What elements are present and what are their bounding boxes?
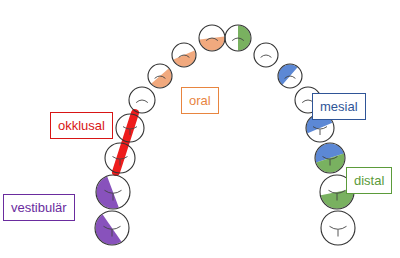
label-box: mesial: [312, 93, 366, 120]
tooth-outline: [199, 25, 225, 51]
tooth-fissure: [104, 226, 121, 236]
tooth-fissure: [330, 226, 347, 236]
tooth-outline: [96, 175, 130, 209]
tooth-fissure: [313, 127, 327, 135]
label-box: okklusal: [50, 112, 113, 139]
tooth-outline: [278, 64, 302, 88]
tooth-crown: [96, 175, 130, 209]
tooth-outline: [95, 211, 129, 245]
tooth-crown: [254, 43, 278, 67]
label-text: mesial: [320, 98, 358, 115]
tooth-outline: [315, 143, 345, 173]
tooth-fissure: [136, 100, 148, 103]
tooth-outline: [172, 43, 196, 67]
tooth-fissure: [261, 55, 272, 57]
label-text: oral: [189, 92, 211, 109]
tooth-crown: [172, 43, 196, 67]
tooth-outline: [254, 43, 278, 67]
tooth-fissure: [329, 190, 346, 200]
tooth-fissure: [179, 55, 190, 57]
label-text: vestibulär: [11, 199, 67, 216]
label-text: okklusal: [58, 117, 105, 134]
label-box: oral: [181, 87, 219, 114]
tooth-fissure: [155, 76, 166, 78]
tooth-surface-highlight: [200, 37, 225, 51]
tooth-outline: [225, 25, 251, 51]
label-box: vestibulär: [3, 194, 75, 221]
tooth-fissure: [105, 190, 122, 200]
tooth-crown: [225, 25, 251, 51]
tooth-crown: [129, 87, 155, 113]
tooth-crown: [321, 211, 355, 245]
tooth-outline: [148, 64, 172, 88]
tooth-crown: [199, 25, 225, 51]
tooth-crown: [148, 64, 172, 88]
label-text: distal: [354, 172, 384, 189]
tooth-fissure: [206, 38, 218, 41]
tooth-fissure: [123, 127, 137, 135]
tooth-fissure: [285, 76, 296, 78]
tooth-outline: [105, 143, 135, 173]
label-box: distal: [346, 167, 392, 194]
tooth-crown: [95, 211, 129, 245]
tooth-outline: [129, 87, 155, 113]
tooth-outline: [321, 211, 355, 245]
tooth-crown: [315, 143, 345, 173]
tooth-outline: [116, 114, 144, 142]
tooth-fissure: [232, 38, 244, 41]
tooth-fissure: [113, 157, 128, 166]
tooth-crown: [278, 64, 302, 88]
tooth-fissure: [323, 157, 338, 166]
